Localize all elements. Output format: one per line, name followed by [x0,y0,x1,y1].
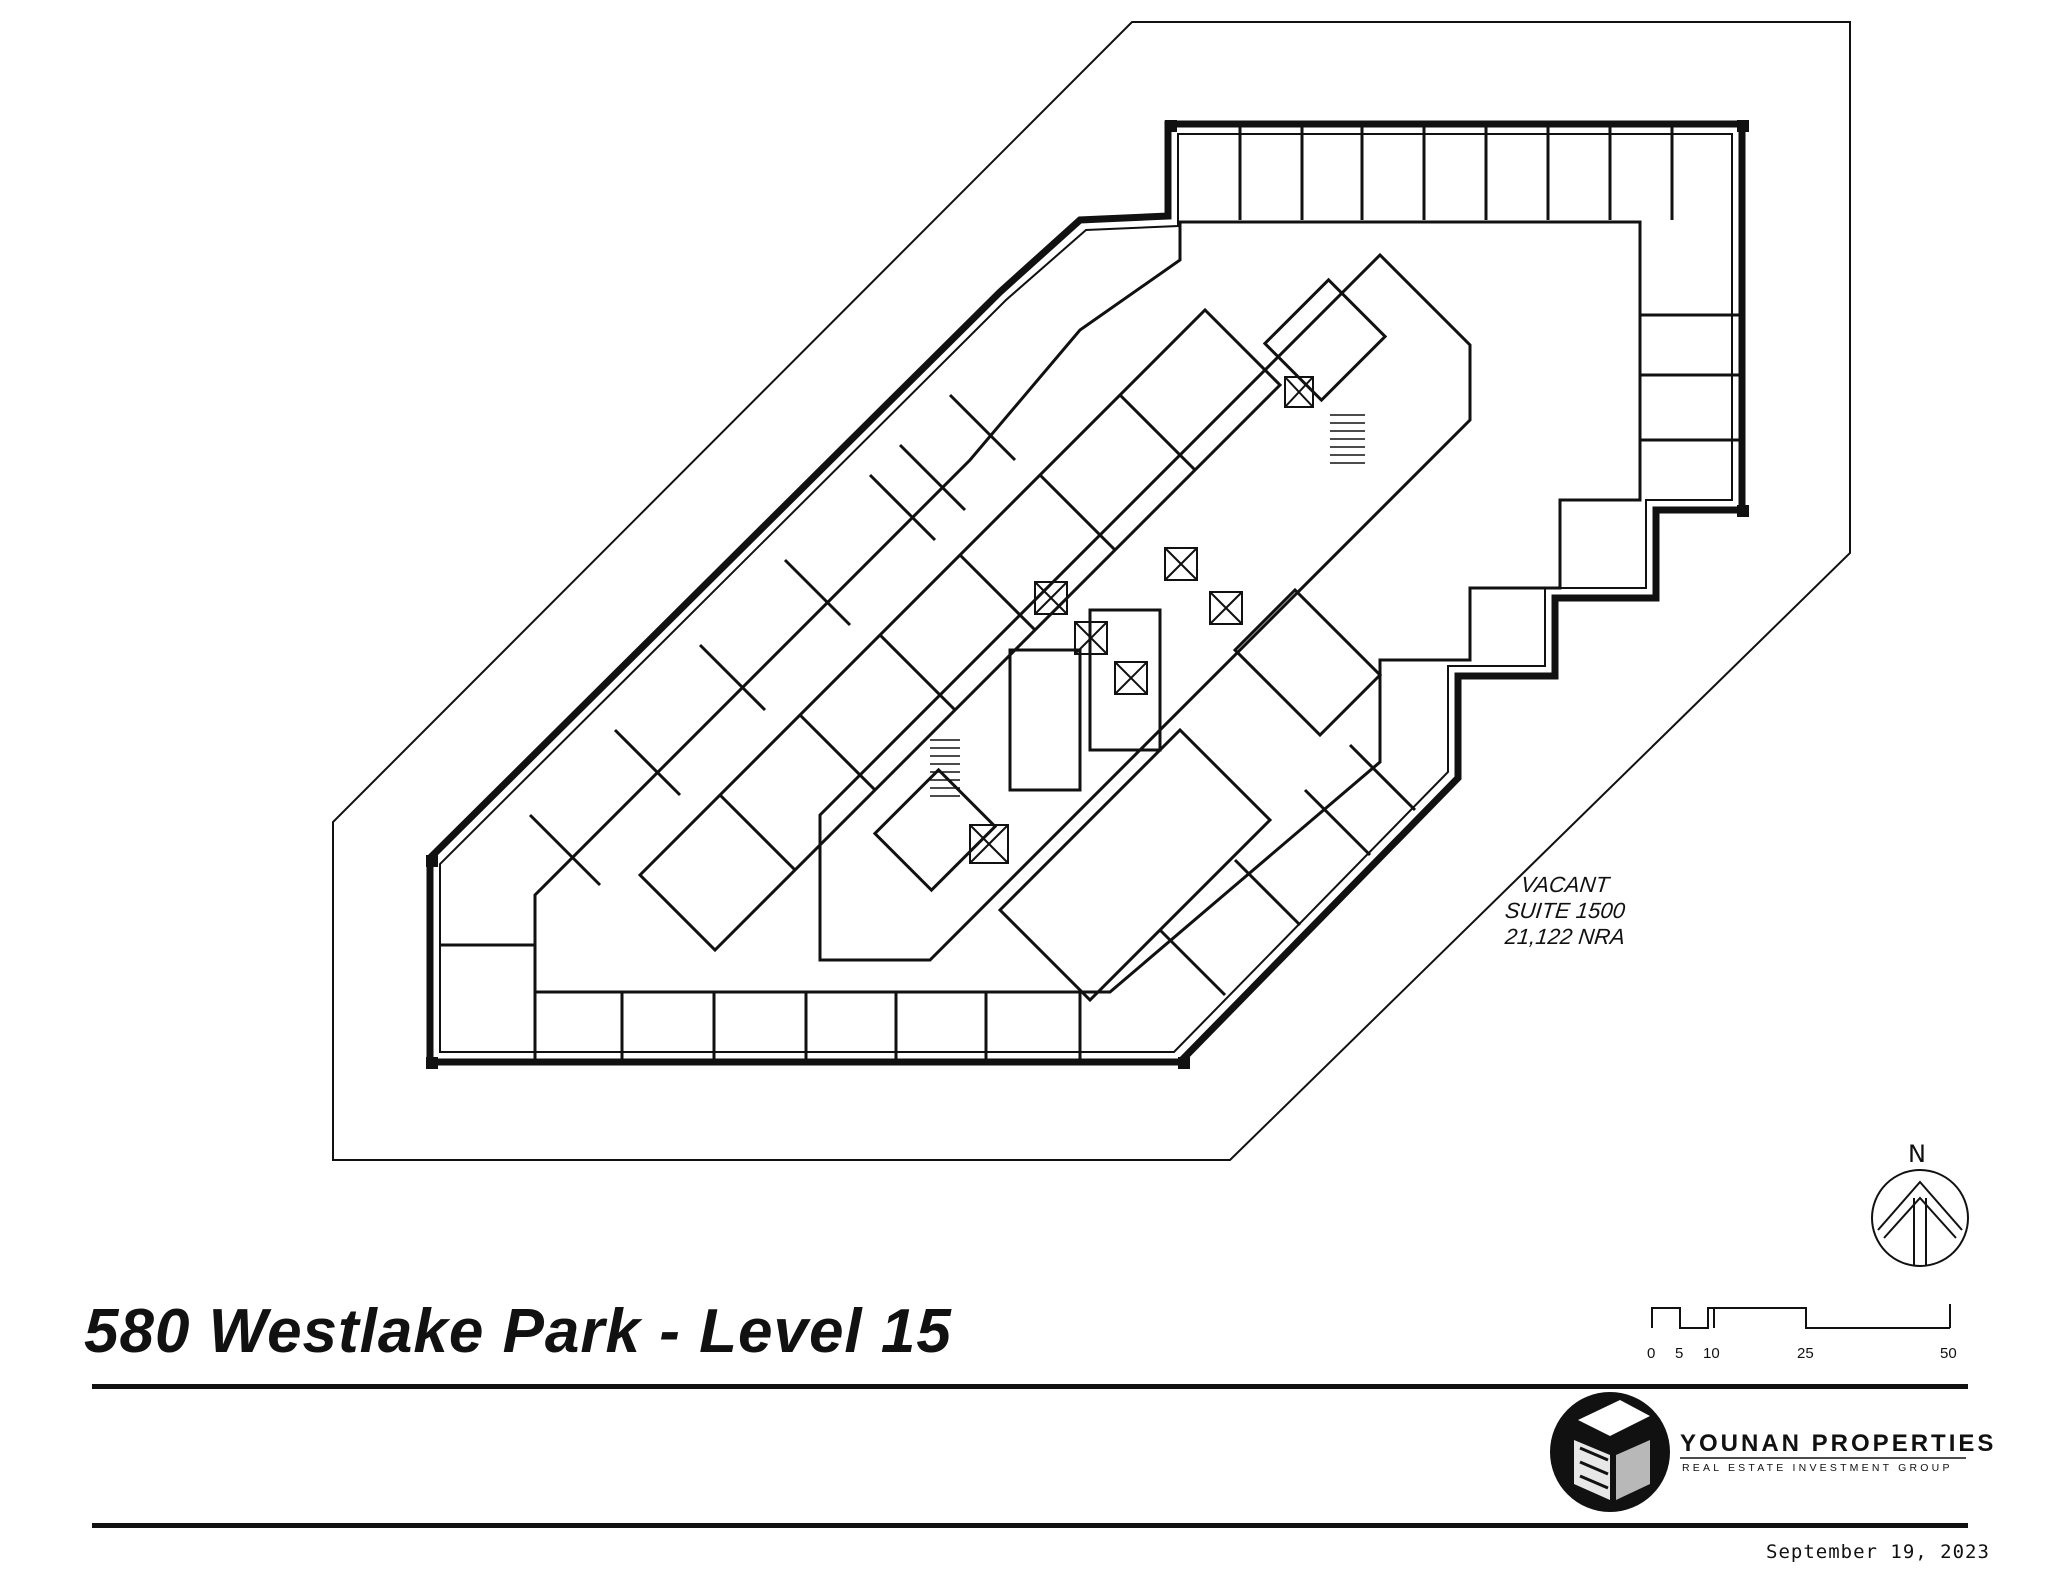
interior-block-lower [997,727,1273,1003]
stairwells [930,414,1365,797]
site-boundary [332,21,1851,1161]
brand-name: YOUNAN PROPERTIES [1680,1430,1997,1457]
core-rooms [872,277,1388,893]
scale-tick-5: 5 [1675,1345,1684,1362]
brand-tagline: REAL ESTATE INVESTMENT GROUP [1682,1462,1953,1474]
office-partitions-top [1238,124,1742,442]
columns [426,120,1749,1069]
suite-area: 21,122 NRA [1503,924,1627,949]
elevator-cabs [969,376,1314,864]
scale-bar [1651,1304,1951,1329]
office-partitions-left [528,393,1017,887]
office-partitions-bottom [440,943,1082,1062]
scale-tick-50: 50 [1940,1345,1957,1362]
interior-block-left-partitions [718,393,1197,872]
building-outline-inner [439,133,1733,1053]
scale-tick-0: 0 [1647,1345,1656,1362]
office-partitions-right [1158,743,1417,997]
north-label: N [1908,1140,1926,1168]
suite-name: SUITE 1500 [1503,898,1627,923]
north-arrow-icon [1871,1169,1969,1267]
suite-status: VACANT [1519,872,1611,897]
building-core [818,252,1472,962]
building-outline [426,120,1746,1066]
corridor-outer-edge [533,220,1642,994]
scale-tick-25: 25 [1797,1345,1814,1362]
suite-label: VACANT SUITE 1500 21,122 NRA [1440,872,1690,950]
title-rule-top [92,1384,1968,1389]
title-rule-bottom [92,1523,1968,1528]
drawing-date: September 19, 2023 [1766,1541,1990,1563]
scale-tick-10: 10 [1703,1345,1720,1362]
drawing-title: 580 Westlake Park - Level 15 [84,1297,952,1366]
interior-block-left [637,307,1283,953]
interior-block-right [1232,587,1383,738]
younan-logo-icon [1550,1392,1670,1512]
